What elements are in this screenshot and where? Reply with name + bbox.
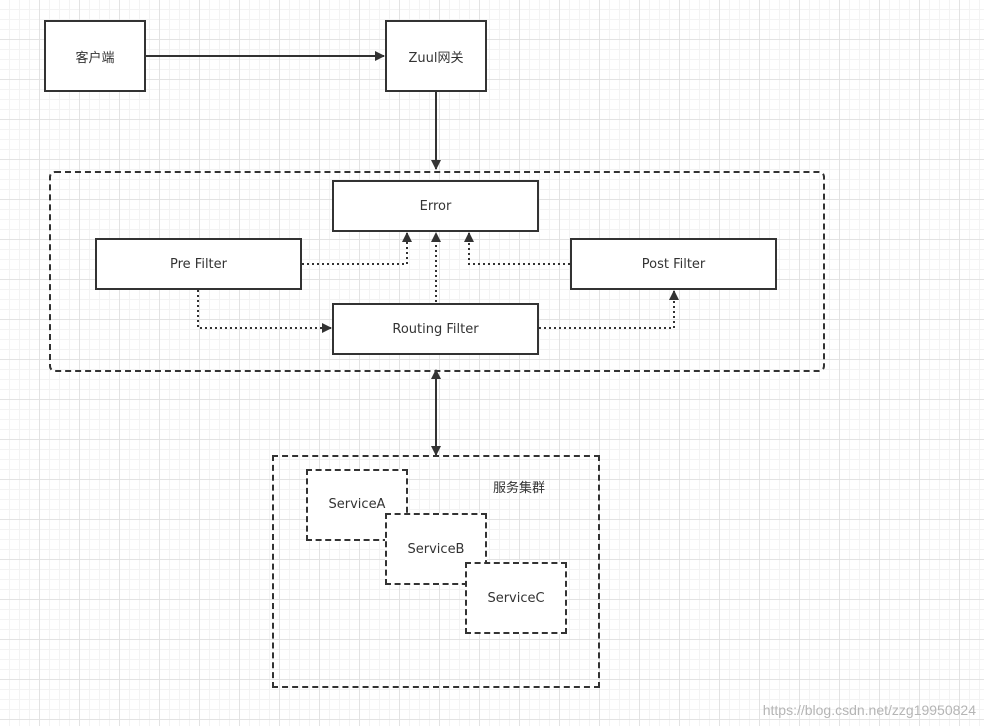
service-a-label: ServiceA: [328, 497, 386, 512]
pre-filter-label: Pre Filter: [170, 256, 227, 272]
routing-filter-label: Routing Filter: [392, 321, 479, 337]
edge-pre-error: [302, 232, 412, 265]
pre-filter-node[interactable]: Pre Filter: [95, 238, 302, 290]
service-b-node[interactable]: ServiceB: [385, 513, 487, 585]
post-filter-label: Post Filter: [641, 256, 706, 272]
service-cluster-group: [272, 455, 600, 688]
post-filter-node[interactable]: Post Filter: [570, 238, 777, 290]
error-label: Error: [419, 198, 452, 214]
service-b-label: ServiceB: [407, 541, 465, 557]
service-c-node[interactable]: ServiceC: [465, 562, 567, 634]
client-node[interactable]: 客户端: [44, 20, 146, 92]
client-label: 客户端: [75, 50, 115, 66]
watermark: https://blog.csdn.net/zzg19950824: [762, 702, 976, 718]
service-c-label: ServiceC: [487, 590, 545, 606]
routing-filter-node[interactable]: Routing Filter: [332, 303, 539, 355]
gateway-label: Zuul网关: [408, 50, 464, 66]
gateway-node[interactable]: Zuul网关: [385, 20, 487, 92]
error-node[interactable]: Error: [332, 180, 539, 232]
edge-post-error: [464, 232, 570, 265]
edge-pre-routing: [197, 290, 332, 333]
edge-routing-post: [539, 290, 679, 329]
service-cluster-label: 服务集群: [493, 481, 546, 496]
